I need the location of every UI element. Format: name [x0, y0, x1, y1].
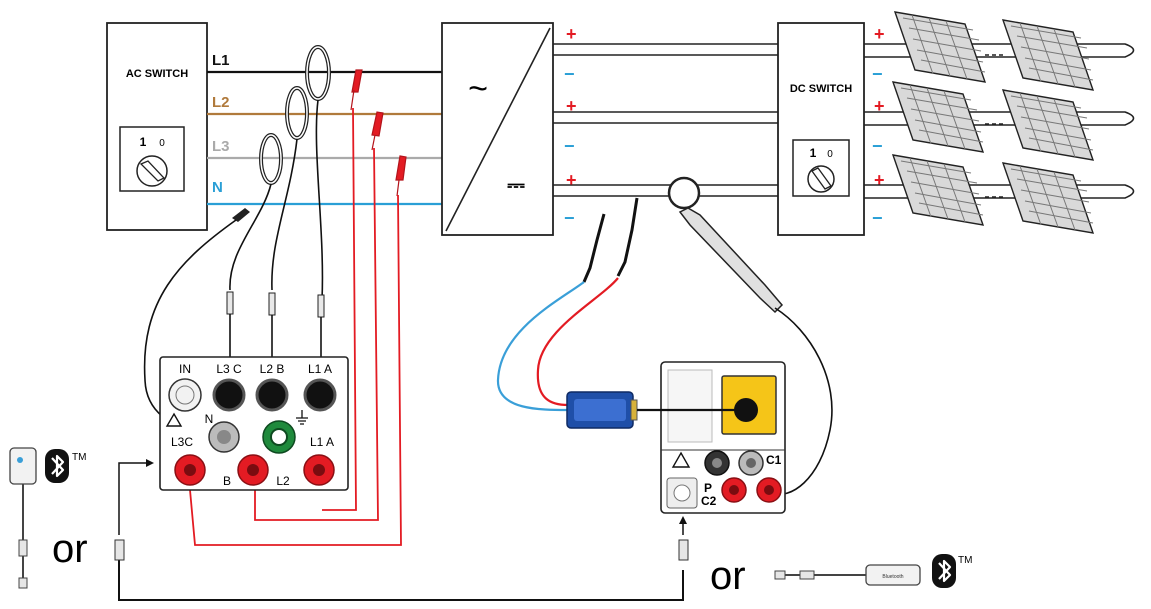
dcs-minus-3: − [872, 208, 883, 228]
analyzer-label-l1a: L1 A [308, 362, 332, 376]
jack-ground[interactable] [262, 420, 296, 454]
ac-switch-pos-off: 0 [159, 138, 165, 149]
line-l2-label: L2 [212, 94, 230, 111]
jack-in[interactable] [168, 378, 202, 412]
dc-switch-pos-on: 1 [810, 146, 817, 160]
dc-switch-title: DC SWITCH [790, 83, 852, 95]
or-left: or [52, 527, 88, 571]
tester-label-c2: C2 [701, 494, 717, 508]
dongle-text: Bluetooth [882, 574, 903, 580]
inverter-ac-symbol: ~ [468, 70, 488, 108]
analyzer-label-l3c-volt: L3C [171, 435, 193, 449]
analyzer-warning-icon [165, 412, 183, 427]
bluetooth-icon-left [43, 447, 71, 485]
analyzer-label-l1a-volt: L1 A [310, 435, 334, 449]
dc-switch-box: DC SWITCH 1 0 [777, 22, 865, 236]
tester-usb-port[interactable] [666, 477, 698, 509]
tester-warning-icon [671, 451, 691, 468]
bluetooth-dongle-right: Bluetooth [774, 564, 921, 586]
line-l3-label: L3 [212, 138, 230, 155]
jack-l2b-current[interactable] [255, 378, 289, 412]
communication-cable [114, 459, 689, 601]
ac-switch-pos-on: 1 [140, 135, 147, 149]
ac-switch-title: AC SWITCH [126, 68, 188, 80]
tester-jack-c2[interactable] [756, 477, 782, 503]
inv-plus-2: + [566, 96, 577, 116]
clamp-l1 [305, 45, 331, 370]
dc-current-clamp [667, 176, 833, 496]
inverter-box: ~ ⎓ [441, 22, 554, 236]
inv-minus-3: − [564, 208, 575, 228]
dcs-plus-1: + [874, 24, 885, 44]
dc-test-leads [496, 176, 833, 496]
ac-lines: L1 L2 L3 N [207, 52, 442, 206]
inv-minus-1: − [564, 64, 575, 84]
analyzer-label-l2: L2 [276, 474, 290, 488]
jack-neutral[interactable] [208, 421, 240, 453]
ground-icon [296, 410, 308, 425]
tester-label-p: P [704, 481, 712, 495]
inverter-dc-symbol: ⎓ [507, 172, 525, 197]
dcs-plus-2: + [874, 96, 885, 116]
analyzer-label-b: B [223, 474, 231, 488]
analyzer-label-l3c: L3 C [216, 362, 242, 376]
dcs-plus-3: + [874, 170, 885, 190]
power-quality-analyzer: IN L3 C L2 B L1 A N L3C L1 A [159, 356, 349, 491]
tester-clamp-jack[interactable] [734, 398, 758, 422]
dcs-minus-2: − [872, 136, 883, 156]
analyzer-label-in: IN [179, 362, 191, 376]
tester-label-c1: C1 [766, 453, 782, 467]
pv-panel-3a [892, 154, 984, 226]
clamp-l2 [268, 86, 309, 370]
or-right: or [710, 554, 746, 598]
current-clamps [226, 45, 331, 370]
battery-adapter [566, 391, 735, 429]
pv-panel-1a [894, 11, 986, 83]
inv-plus-1: + [566, 24, 577, 44]
bluetooth-dongle-left [9, 447, 37, 589]
usb-plug-left [114, 539, 125, 561]
pv-panel-3b [1002, 162, 1094, 234]
dc-rotary-switch[interactable]: 1 0 [792, 139, 850, 197]
tm-left: TM [72, 452, 86, 463]
pv-panel-1b [1002, 19, 1094, 91]
ac-rotary-switch[interactable]: 1 0 [119, 126, 185, 192]
line-l1-label: L1 [212, 52, 230, 69]
bluetooth-icon-right [930, 552, 958, 590]
clamp-l3 [226, 133, 283, 370]
tm-right: TM [958, 555, 972, 566]
analyzer-label-neutral: N [205, 412, 214, 426]
tester-jack-c1[interactable] [738, 450, 764, 476]
installation-tester: C1 P C2 [660, 361, 786, 514]
pv-strings: + − + − + − [864, 11, 1135, 234]
tester-jack-p[interactable] [721, 477, 747, 503]
jack-l2-voltage[interactable] [237, 454, 269, 486]
jack-l3c-current[interactable] [212, 378, 246, 412]
jack-l1-voltage[interactable] [303, 454, 335, 486]
jack-l3-voltage[interactable] [174, 454, 206, 486]
dc-switch-pos-off: 0 [827, 149, 833, 160]
ac-switch-box: AC SWITCH 1 0 [106, 22, 208, 231]
pv-panel-2b [1002, 89, 1094, 161]
pv-panel-2a [892, 81, 984, 153]
dc-lines: + − + − + − [553, 24, 778, 228]
inv-plus-3: + [566, 170, 577, 190]
usb-plug-right [678, 539, 689, 561]
analyzer-label-l2b: L2 B [260, 362, 285, 376]
line-n-label: N [212, 179, 223, 196]
inv-minus-2: − [564, 136, 575, 156]
arrow-to-analyzer [118, 462, 148, 535]
jack-l1a-current[interactable] [303, 378, 337, 412]
voltage-probes [143, 69, 407, 546]
tester-jack-black[interactable] [704, 450, 730, 476]
dcs-minus-1: − [872, 64, 883, 84]
